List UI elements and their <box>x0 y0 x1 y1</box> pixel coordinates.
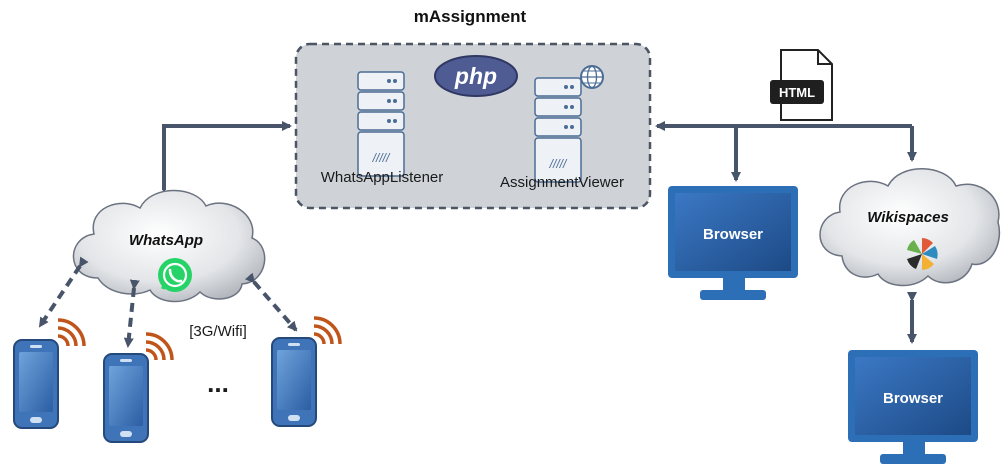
signal-icon <box>312 316 342 346</box>
more-phones-ellipsis: ... <box>207 368 229 398</box>
network-label: [3G/Wifi] <box>189 323 247 340</box>
globe-icon <box>580 65 604 89</box>
assignment-viewer-label: AssignmentViewer <box>500 174 624 191</box>
server-icon: ///// <box>534 77 582 183</box>
html-document-label: HTML <box>779 85 815 100</box>
whatsapp-cloud-label: WhatsApp <box>129 232 203 249</box>
browser-monitor-top: Browser <box>668 186 798 300</box>
browser-monitor-bottom: Browser <box>848 350 978 464</box>
signal-icon <box>56 318 86 348</box>
arrow-whatsapp-server <box>159 121 292 198</box>
browser-bottom-label: Browser <box>883 390 943 407</box>
php-logo: php <box>434 55 518 97</box>
php-logo-text: php <box>454 63 497 89</box>
svg-text://///: ///// <box>372 151 391 165</box>
svg-text://///: ///// <box>549 157 568 171</box>
whatsapp-listener-label: WhatsAppListener <box>321 169 444 186</box>
phone-icon <box>103 353 149 443</box>
arrow-phone-1 <box>38 256 89 328</box>
browser-top-label: Browser <box>703 226 763 243</box>
wikispaces-logo-icon <box>907 238 938 270</box>
phone-icon <box>13 339 59 429</box>
phone-connections <box>38 256 298 348</box>
arrow-phone-3 <box>244 272 298 332</box>
html-document-icon: HTML <box>770 49 833 121</box>
wikispaces-cloud: Wikispaces <box>819 168 1001 287</box>
whatsapp-cloud: WhatsApp <box>72 189 266 303</box>
server-icon: ///// <box>357 71 405 177</box>
wikispaces-cloud-label: Wikispaces <box>867 209 949 226</box>
diagram-title: mAssignment <box>414 7 527 26</box>
phone-icon <box>271 337 317 427</box>
signal-icon <box>144 332 174 362</box>
arrow-phone-2 <box>123 279 140 348</box>
whatsapp-icon <box>158 258 192 292</box>
connector-lines <box>159 121 917 344</box>
